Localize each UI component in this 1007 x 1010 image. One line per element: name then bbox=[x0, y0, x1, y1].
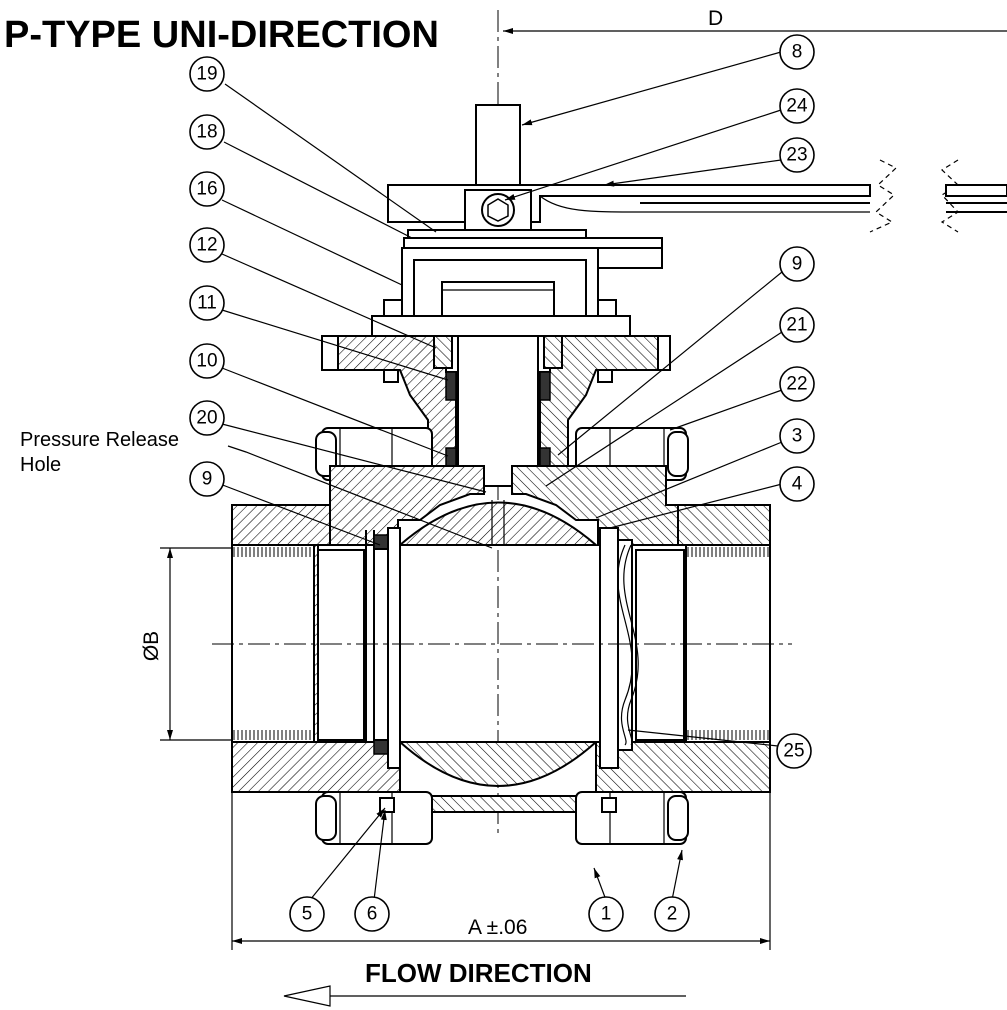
dimension-b-label: ØB bbox=[140, 631, 163, 661]
balloon-6: 6 bbox=[354, 896, 390, 932]
balloon-4: 4 bbox=[779, 466, 815, 502]
dimension-a: A ±.06 bbox=[231, 792, 771, 950]
dimension-d: D bbox=[503, 7, 1007, 34]
svg-text:18: 18 bbox=[196, 122, 217, 143]
svg-text:4: 4 bbox=[792, 474, 803, 495]
handle-screw bbox=[464, 189, 532, 231]
dimension-b: ØB bbox=[140, 547, 232, 741]
svg-text:8: 8 bbox=[792, 42, 803, 63]
balloon-21: 21 bbox=[779, 307, 815, 343]
balloon-3: 3 bbox=[779, 418, 815, 454]
stop-plate bbox=[371, 247, 631, 337]
flow-direction-indicator: FLOW DIRECTION bbox=[283, 958, 686, 1007]
svg-text:9: 9 bbox=[792, 254, 803, 275]
svg-text:1: 1 bbox=[601, 904, 612, 925]
svg-text:25: 25 bbox=[783, 741, 804, 762]
balloon-9-left: 9 bbox=[189, 461, 225, 497]
svg-text:21: 21 bbox=[786, 315, 807, 336]
stem-shaft bbox=[457, 335, 539, 487]
seat-rings bbox=[373, 527, 639, 769]
balloon-5: 5 bbox=[289, 896, 325, 932]
balloon-11: 11 bbox=[189, 285, 225, 321]
balloon-18: 18 bbox=[189, 114, 225, 150]
left-end-connector bbox=[231, 530, 375, 760]
balloon-19: 19 bbox=[189, 56, 225, 92]
svg-text:12: 12 bbox=[196, 235, 217, 256]
valve-body-bottom bbox=[231, 741, 771, 813]
balloon-22: 22 bbox=[779, 366, 815, 402]
leader-lines bbox=[219, 51, 783, 901]
ball bbox=[397, 500, 599, 787]
balloon-25: 25 bbox=[776, 733, 812, 769]
balloon-10: 10 bbox=[189, 343, 225, 379]
svg-text:5: 5 bbox=[302, 904, 313, 925]
dimension-d-label: D bbox=[708, 7, 723, 30]
balloon-1: 1 bbox=[588, 896, 624, 932]
svg-text:9: 9 bbox=[202, 469, 213, 490]
pressure-release-label-line2: Hole bbox=[20, 454, 61, 476]
svg-text:23: 23 bbox=[786, 145, 807, 166]
balloon-2: 2 bbox=[654, 896, 690, 932]
balloon-23: 23 bbox=[779, 137, 815, 173]
lock-plate bbox=[403, 237, 663, 249]
balloon-8: 8 bbox=[779, 34, 815, 70]
svg-text:11: 11 bbox=[197, 293, 217, 314]
svg-text:24: 24 bbox=[786, 96, 808, 117]
valve-stem bbox=[475, 104, 521, 186]
svg-text:3: 3 bbox=[792, 426, 803, 447]
svg-text:22: 22 bbox=[786, 374, 807, 395]
svg-text:20: 20 bbox=[196, 408, 217, 429]
svg-text:16: 16 bbox=[196, 179, 217, 200]
lock-plate-tab bbox=[597, 247, 663, 269]
balloon-9-right: 9 bbox=[779, 246, 815, 282]
svg-text:6: 6 bbox=[367, 904, 378, 925]
drawing-title: P-TYPE UNI-DIRECTION bbox=[4, 14, 439, 56]
svg-text:10: 10 bbox=[196, 351, 217, 372]
balloon-16: 16 bbox=[189, 171, 225, 207]
balloon-12: 12 bbox=[189, 227, 225, 263]
pressure-release-label: Pressure Release bbox=[20, 429, 179, 451]
svg-text:19: 19 bbox=[196, 64, 217, 85]
svg-text:2: 2 bbox=[667, 904, 678, 925]
balloon-20: 20 bbox=[189, 400, 225, 436]
pressure-release-callout: Pressure Release Hole bbox=[20, 429, 493, 549]
valve-body bbox=[231, 465, 771, 546]
flow-direction-label: FLOW DIRECTION bbox=[365, 958, 592, 988]
stem-packing bbox=[433, 335, 563, 467]
dimension-a-label: A ±.06 bbox=[468, 916, 527, 939]
balloon-24: 24 bbox=[779, 88, 815, 124]
